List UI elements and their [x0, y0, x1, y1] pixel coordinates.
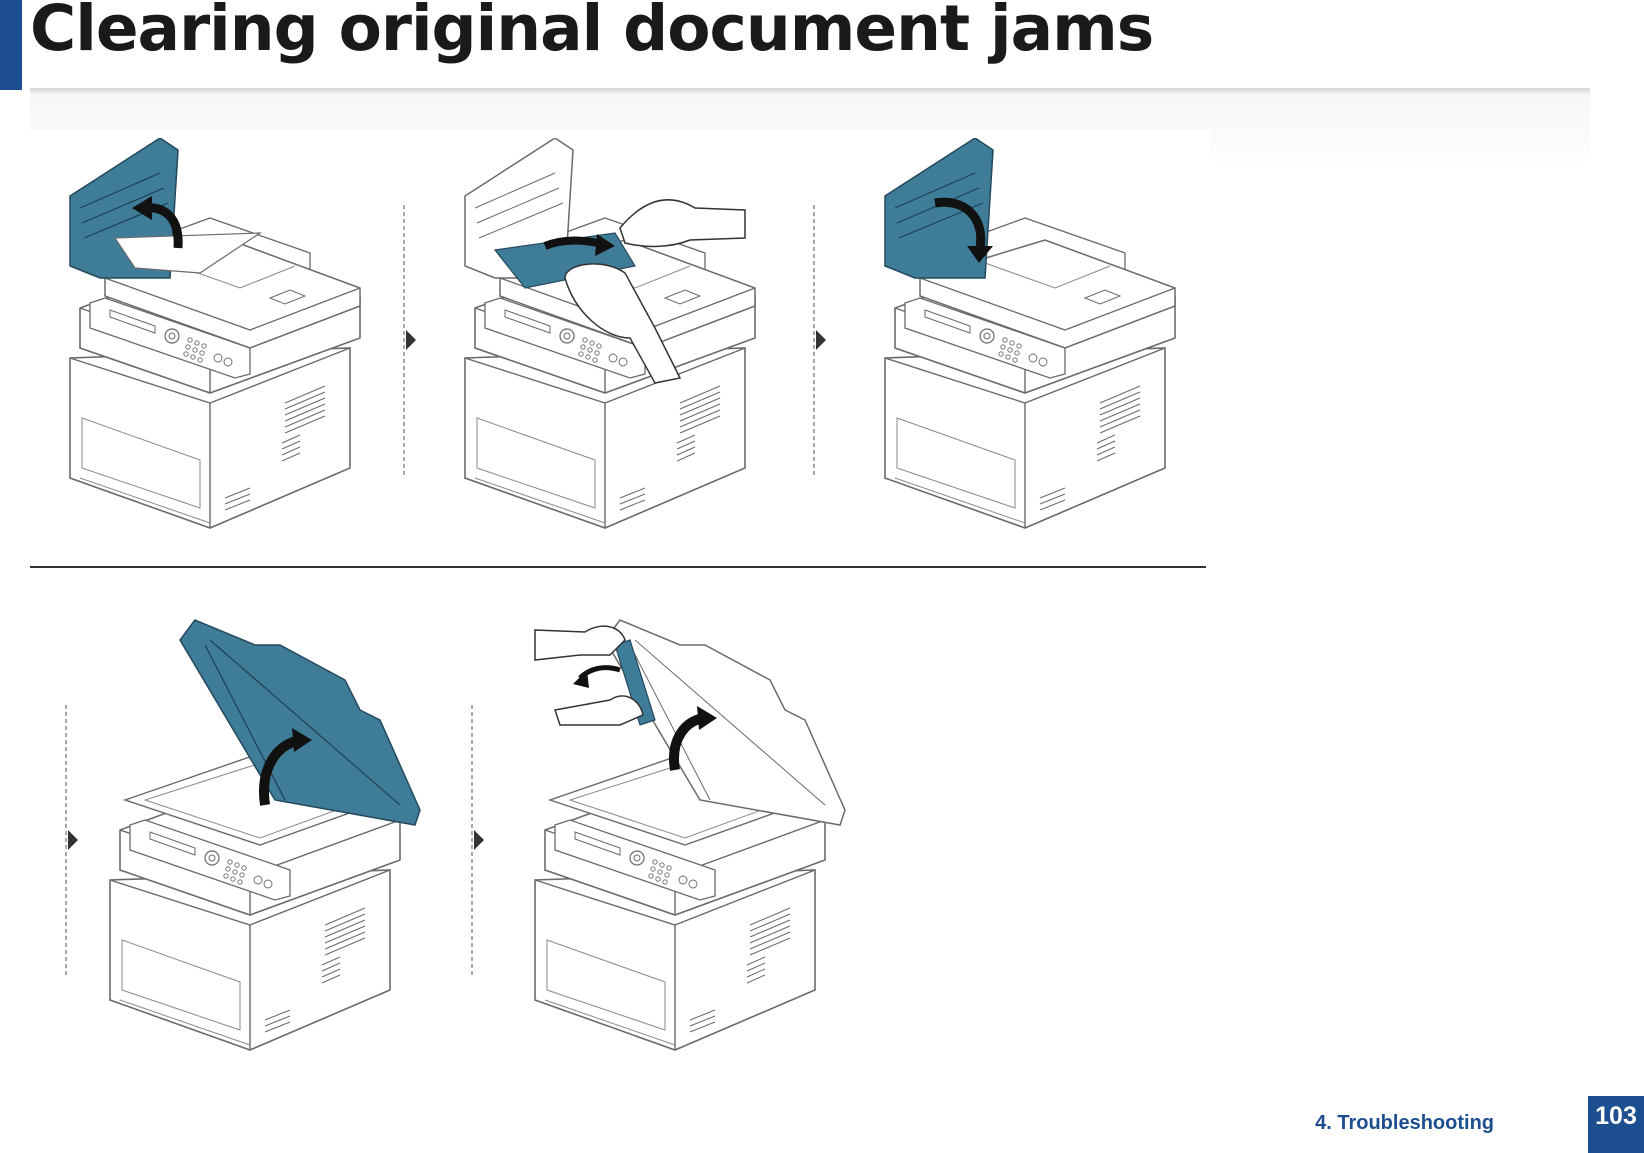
step-open-adf-cover: [60, 138, 370, 538]
step-separator: [62, 705, 82, 980]
page-number: 103: [1595, 1102, 1637, 1131]
footer-section-label: 4. Troubleshooting: [1315, 1112, 1494, 1135]
row-divider: [30, 566, 1206, 568]
step-separator: [400, 205, 420, 480]
step-separator: [810, 205, 830, 480]
page-title: Clearing original document jams: [30, 0, 1153, 65]
step-remove-paper-from-lid: [525, 600, 865, 1070]
step-pull-jammed-paper: [455, 138, 785, 538]
step-close-adf-cover: [875, 138, 1185, 538]
hand-icon: [535, 626, 625, 660]
page-number-badge: 103: [1588, 1096, 1644, 1153]
title-accent-bar: [0, 0, 22, 90]
hand-icon: [620, 200, 745, 247]
step-separator: [468, 705, 488, 980]
step-lift-scanner-lid: [100, 600, 440, 1070]
